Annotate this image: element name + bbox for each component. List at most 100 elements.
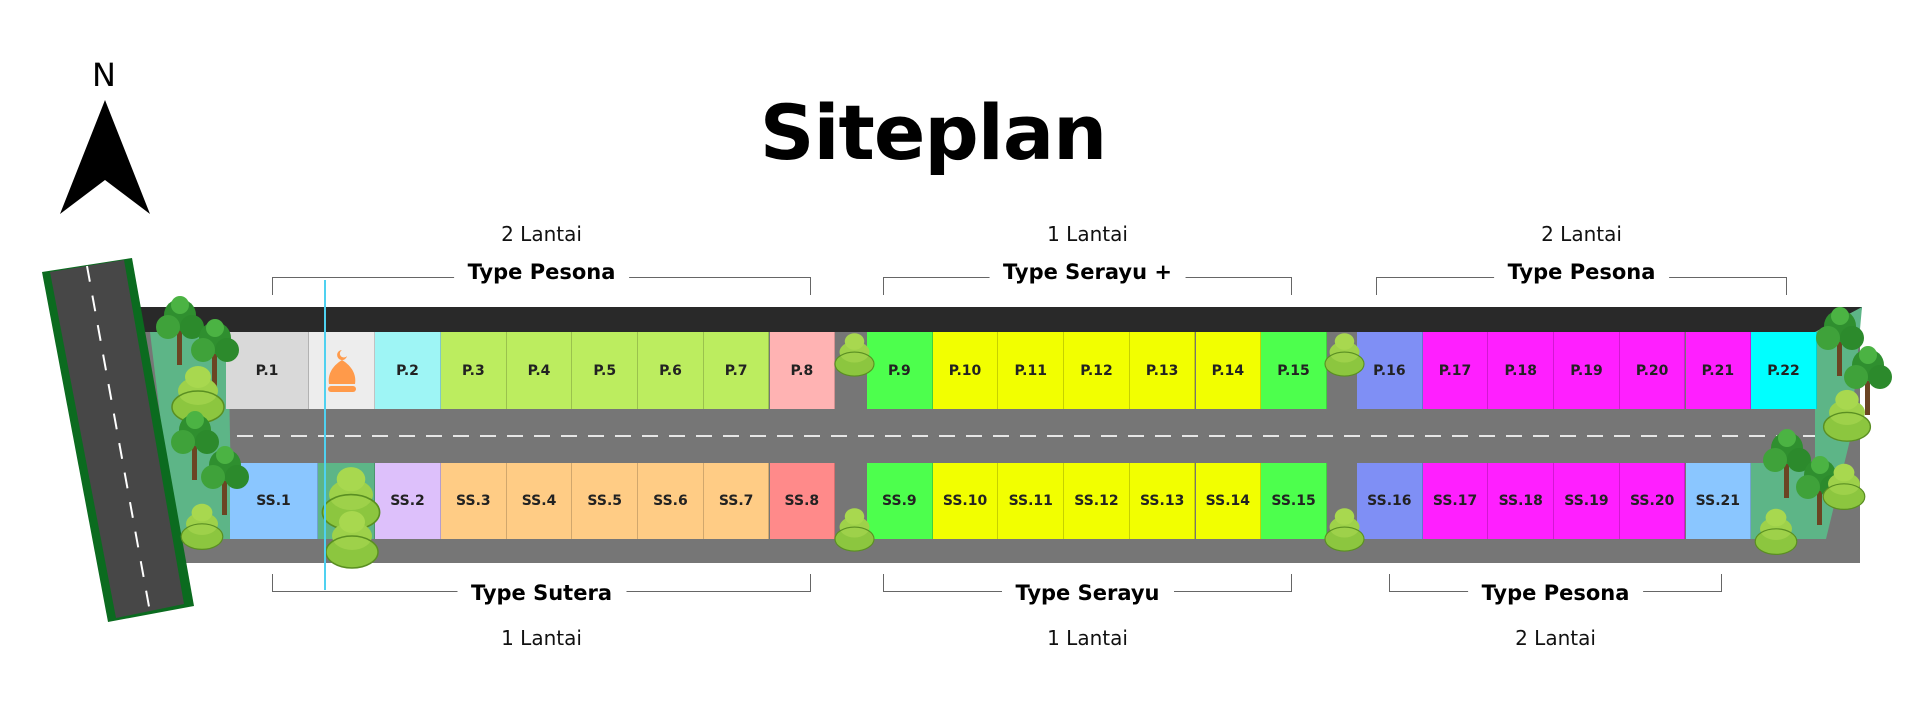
lot-label: P.16 — [1373, 362, 1406, 379]
lot-label: SS.21 — [1695, 493, 1741, 509]
mosque-icon — [327, 349, 356, 392]
tree-icon — [201, 446, 249, 515]
house-type-label: Type Serayu — [1001, 581, 1174, 605]
floor-count-label: 2 Lantai — [501, 222, 582, 246]
lot-label: P.22 — [1767, 362, 1800, 379]
lot-label: P.15 — [1277, 362, 1310, 379]
lot-label: P.19 — [1570, 362, 1603, 379]
lot-label: SS.19 — [1564, 493, 1609, 509]
lot-p-14[interactable]: P.14 — [1195, 332, 1262, 409]
floor-count-label: 2 Lantai — [1515, 626, 1596, 650]
lot-ss-3[interactable]: SS.3 — [441, 463, 507, 539]
lot-p-4[interactable]: P.4 — [506, 332, 573, 409]
lot-p-19[interactable]: P.19 — [1554, 332, 1620, 409]
lot-label: P.20 — [1635, 362, 1669, 379]
lot-p-11[interactable]: P.11 — [998, 332, 1065, 409]
lot-p-16[interactable]: P.16 — [1357, 332, 1423, 409]
lot-p-22[interactable]: P.22 — [1751, 332, 1817, 409]
lot-p-3[interactable]: P.3 — [441, 332, 507, 409]
lot-ss-19[interactable]: SS.19 — [1554, 463, 1620, 539]
lot-ss-4[interactable]: SS.4 — [506, 463, 573, 539]
lot-p-7[interactable]: P.7 — [703, 332, 770, 409]
lot-label: P.13 — [1145, 362, 1179, 379]
lot-label: P.9 — [887, 362, 911, 379]
bush-icon — [1754, 508, 1798, 555]
floor-count-label: 1 Lantai — [1047, 222, 1128, 246]
lot-label: P.5 — [593, 362, 617, 379]
lot-p-10[interactable]: P.10 — [932, 332, 999, 409]
lot-ss-21[interactable]: SS.21 — [1685, 463, 1752, 539]
floor-count-label: 1 Lantai — [1047, 626, 1128, 650]
lot-label: SS.10 — [942, 493, 988, 509]
lot-p-5[interactable]: P.5 — [572, 332, 639, 409]
lot-p-17[interactable]: P.17 — [1422, 332, 1489, 409]
house-type-label: Type Serayu + — [989, 260, 1186, 284]
lot-ss-15[interactable]: SS.15 — [1261, 463, 1327, 539]
lot-ss-14[interactable]: SS.14 — [1195, 463, 1262, 539]
tree-icon — [191, 319, 239, 388]
house-type-label: Type Pesona — [453, 260, 630, 284]
lot-ss-7[interactable]: SS.7 — [703, 463, 770, 539]
lot-label: P.18 — [1504, 362, 1537, 379]
lot-label: SS.16 — [1367, 493, 1412, 509]
lot-label: P.12 — [1080, 362, 1113, 379]
lot-label: P.21 — [1701, 362, 1735, 379]
lot-label: SS.4 — [521, 493, 557, 509]
tree-icon — [171, 411, 219, 480]
bush-icon — [1324, 508, 1365, 552]
main-road-edge — [140, 307, 1862, 332]
tree-icon — [1844, 346, 1892, 415]
bush-icon — [834, 508, 875, 552]
bush-icon — [171, 366, 225, 424]
lot-label: SS.11 — [1008, 493, 1053, 509]
lot-ss-6[interactable]: SS.6 — [638, 463, 704, 539]
mosque-lot[interactable] — [309, 332, 375, 409]
lot-label: P.7 — [724, 362, 748, 379]
lot-p-1[interactable]: P.1 — [226, 332, 309, 409]
lot-p-20[interactable]: P.20 — [1619, 332, 1686, 409]
lot-ss-8[interactable]: SS.8 — [769, 463, 836, 539]
page-title: Siteplan — [759, 88, 1108, 177]
lot-label: SS.13 — [1139, 493, 1185, 509]
bush-icon — [321, 467, 381, 531]
lot-label: SS.2 — [390, 493, 425, 509]
lot-ss-10[interactable]: SS.10 — [932, 463, 999, 539]
lot-p-21[interactable]: P.21 — [1685, 332, 1752, 409]
lot-ss-17[interactable]: SS.17 — [1422, 463, 1489, 539]
lot-label: SS.1 — [256, 493, 291, 509]
lot-label: P.2 — [396, 362, 419, 379]
lot-ss-13[interactable]: SS.13 — [1129, 463, 1196, 539]
lot-p-18[interactable]: P.18 — [1488, 332, 1555, 409]
boundary-line — [324, 280, 326, 590]
lot-label: SS.3 — [456, 493, 491, 509]
lot-label: P.8 — [790, 362, 814, 379]
bush-icon — [834, 333, 875, 377]
lot-label: P.6 — [659, 362, 682, 379]
lot-label: SS.18 — [1498, 493, 1543, 509]
lot-label: SS.6 — [653, 493, 688, 509]
lot-label: SS.7 — [718, 493, 754, 509]
floor-count-label: 2 Lantai — [1541, 222, 1622, 246]
lot-p-13[interactable]: P.13 — [1129, 332, 1196, 409]
lot-ss-11[interactable]: SS.11 — [998, 463, 1065, 539]
lot-p-2[interactable]: P.2 — [375, 332, 441, 409]
lot-ss-18[interactable]: SS.18 — [1488, 463, 1555, 539]
lot-ss-2[interactable]: SS.2 — [375, 463, 441, 539]
lot-p-8[interactable]: P.8 — [769, 332, 836, 409]
lot-p-6[interactable]: P.6 — [638, 332, 704, 409]
bush-icon — [1822, 389, 1872, 442]
lot-ss-9[interactable]: SS.9 — [867, 463, 933, 539]
lot-ss-12[interactable]: SS.12 — [1064, 463, 1130, 539]
lot-p-12[interactable]: P.12 — [1064, 332, 1130, 409]
lot-p-15[interactable]: P.15 — [1261, 332, 1327, 409]
house-type-label: Type Pesona — [1467, 581, 1644, 605]
lot-label: P.3 — [461, 362, 485, 379]
lot-ss-5[interactable]: SS.5 — [572, 463, 639, 539]
bush-icon — [1822, 463, 1866, 510]
lot-ss-20[interactable]: SS.20 — [1619, 463, 1686, 539]
lot-ss-16[interactable]: SS.16 — [1357, 463, 1423, 539]
lot-label: P.14 — [1211, 362, 1245, 379]
tree-icon — [156, 296, 204, 365]
lot-label: SS.8 — [784, 493, 820, 509]
lot-p-9[interactable]: P.9 — [867, 332, 933, 409]
